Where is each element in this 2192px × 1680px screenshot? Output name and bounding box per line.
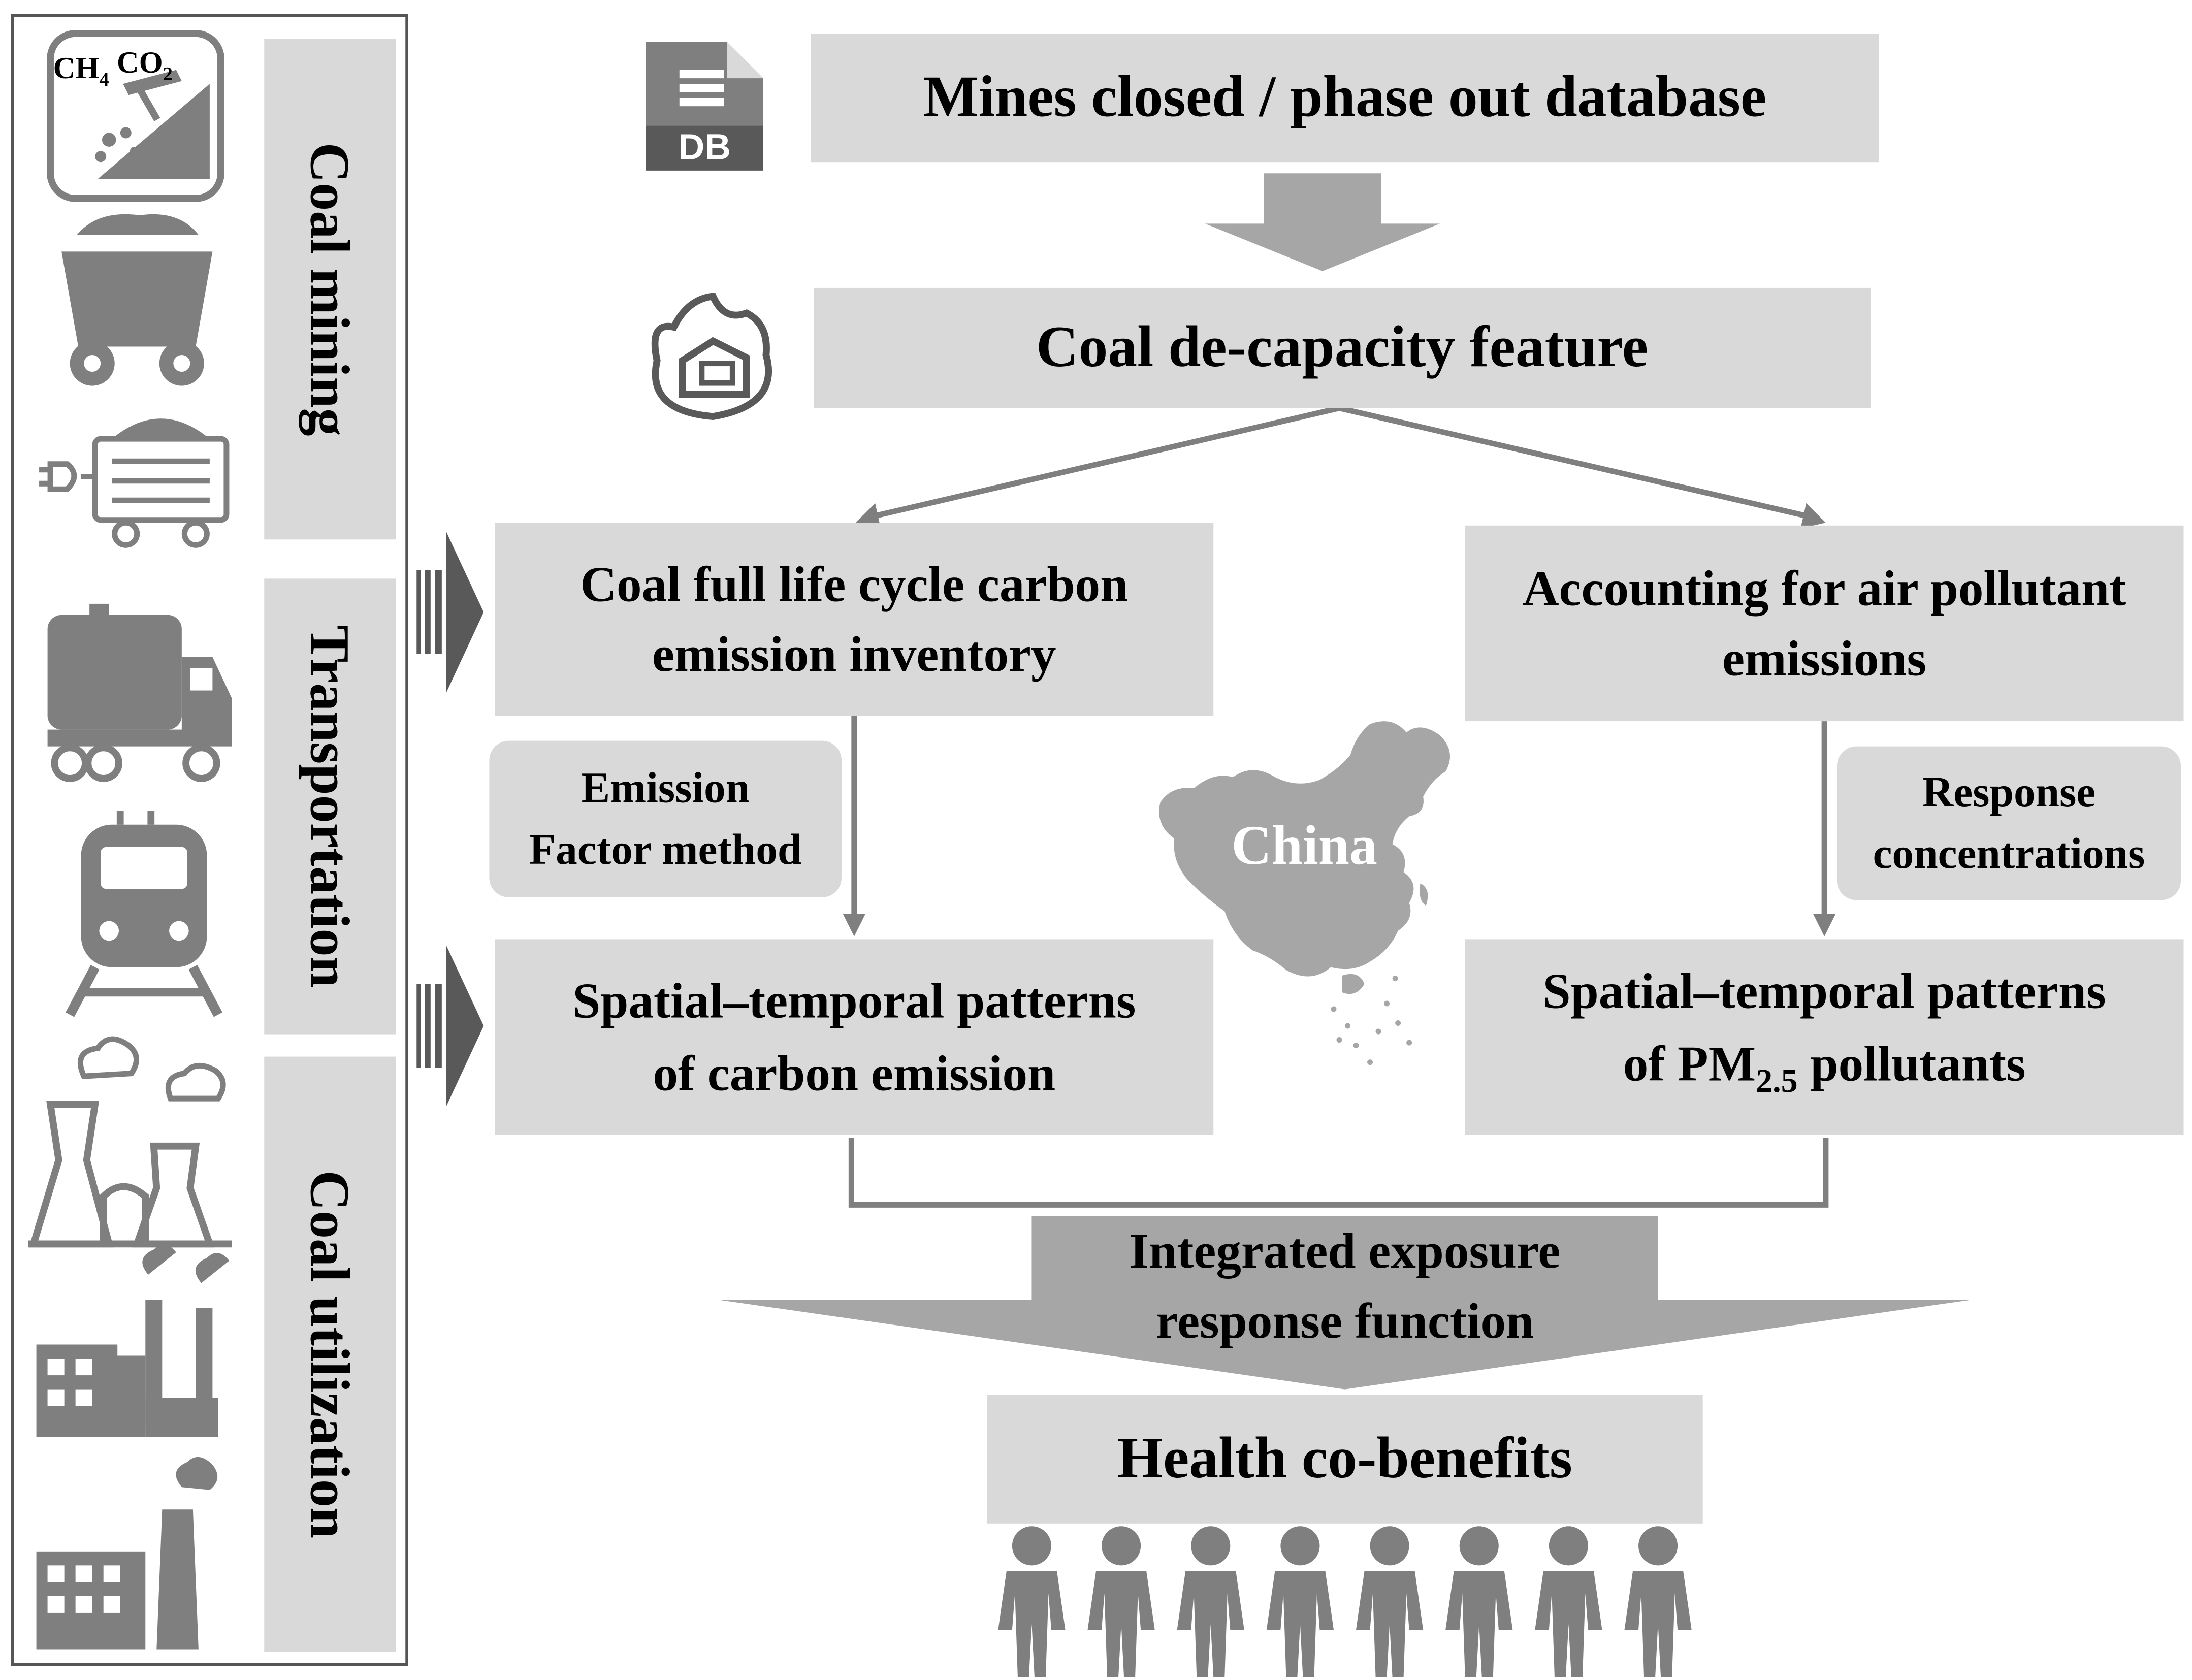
ch4-label: CH4	[53, 50, 109, 91]
person-icon	[998, 1526, 1066, 1677]
carbon-patterns-box: Spatial–temporal patterns of carbon emis…	[495, 939, 1214, 1135]
response-concentrations-line1: Response	[1922, 767, 2096, 817]
merge-bracket	[848, 1138, 1829, 1208]
air-pollutant-box: Accounting for air pollutant emissions	[1465, 525, 2184, 722]
response-concentrations-line2: concentrations	[1873, 828, 2145, 878]
coal-chain-icons	[28, 30, 232, 1650]
china-map-label: China	[1231, 813, 1377, 877]
carbon-inventory-line1: Coal full life cycle carbon	[580, 556, 1129, 612]
de-capacity-box: Coal de-capacity feature	[814, 287, 1871, 408]
air-pollutant-line2: emissions	[1722, 630, 1927, 687]
emission-factor-line2: Factor method	[529, 824, 802, 874]
pm-patterns-line1: Spatial–temporal patterns	[1542, 963, 2106, 1020]
panel-arrow-upper	[416, 531, 484, 694]
flow-line-to-air	[1338, 405, 1813, 520]
arrow-head-to-carbon	[855, 503, 881, 529]
china-map	[1159, 721, 1450, 1065]
response-concentrations-box: Response concentrations	[1836, 746, 2181, 900]
mine-cart-icon	[61, 214, 213, 386]
emission-factor-box: Emission Factor method	[489, 740, 842, 897]
train-icon	[66, 811, 222, 1017]
pm-patterns-box: Spatial–temporal patterns of PM2.5 pollu…	[1465, 939, 2184, 1135]
de-capacity-icon	[651, 293, 772, 421]
exposure-function-label: Integrated exposure response function	[979, 1216, 1711, 1355]
exposure-line1: Integrated exposure	[1129, 1223, 1561, 1279]
coal-loader-icon	[39, 418, 230, 548]
factory-icon	[36, 1244, 230, 1437]
health-cobenefits-box: Health co-benefits	[987, 1395, 1703, 1524]
carbon-patterns-line1: Spatial–temporal patterns	[572, 973, 1136, 1029]
coal-chain-panel	[11, 14, 408, 1666]
mining-gas-labels: CH4 CO2	[53, 45, 173, 93]
arrow-head-air-down	[1813, 914, 1836, 936]
flow-line-to-carbon	[868, 405, 1340, 520]
database-icon-label: DB	[678, 125, 731, 168]
co2-label: CO2	[116, 45, 173, 86]
pm-patterns-line2: of PM2.5 pollutants	[1623, 1036, 2026, 1101]
stage-label-coal-utilization: Coal utilization	[264, 1056, 396, 1652]
people-group-icon	[998, 1526, 1692, 1677]
carbon-inventory-box: Coal full life cycle carbon emission inv…	[495, 523, 1214, 716]
arrow-head-to-air	[1800, 503, 1826, 529]
flow-arrow-db-to-feature	[1205, 173, 1440, 271]
carbon-patterns-line2: of carbon emission	[653, 1045, 1056, 1102]
tanker-truck-icon	[47, 603, 232, 782]
arrow-head-carbon-down	[843, 914, 865, 936]
air-pollutant-line1: Accounting for air pollutant	[1522, 560, 2126, 617]
mines-database-text: Mines closed / phase out database	[923, 66, 1767, 130]
de-capacity-text: Coal de-capacity feature	[1036, 315, 1649, 380]
exposure-arrow	[718, 1216, 1972, 1390]
database-file-icon	[646, 42, 763, 171]
emission-factor-line1: Emission	[581, 763, 750, 812]
power-plant-icon	[28, 1036, 232, 1248]
chimney-building-icon	[36, 1457, 218, 1650]
carbon-inventory-line2: emission inventory	[652, 626, 1056, 683]
stage-label-coal-mining: Coal mining	[264, 39, 396, 540]
panel-arrow-lower	[416, 945, 484, 1107]
stage-label-transportation: Transportation	[264, 578, 396, 1035]
health-cobenefits-text: Health co-benefits	[1117, 1427, 1572, 1492]
mines-database-box: Mines closed / phase out database	[811, 34, 1879, 163]
exposure-line2: response function	[1155, 1293, 1534, 1349]
